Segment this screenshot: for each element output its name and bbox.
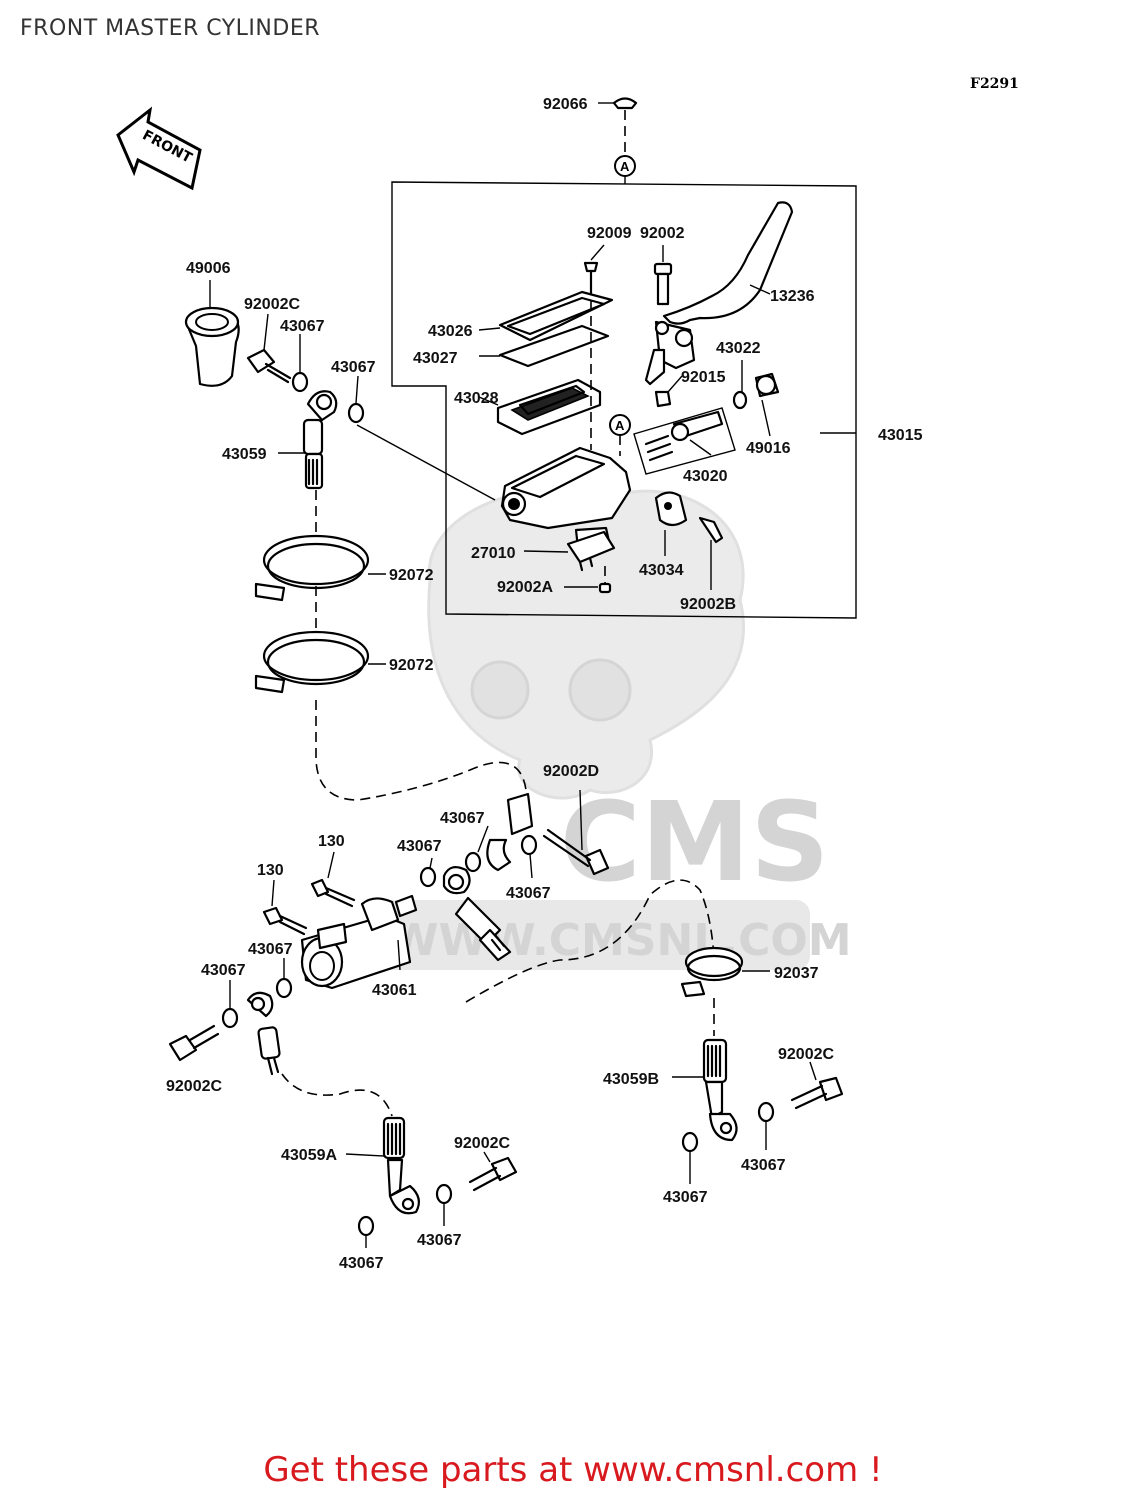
part-43034-clamp bbox=[654, 491, 688, 556]
label-92002-pivot: 92002 bbox=[640, 225, 685, 242]
watermark-brand: CMS bbox=[560, 778, 829, 906]
label-27010: 27010 bbox=[471, 545, 516, 562]
part-92037-clamp bbox=[680, 946, 770, 998]
label-130-a: 130 bbox=[318, 833, 345, 850]
label-43059A: 43059A bbox=[281, 1147, 337, 1164]
part-43067-washer-junction bbox=[275, 958, 293, 999]
part-43028-diaphragm bbox=[478, 378, 602, 436]
part-13236-lever bbox=[644, 201, 794, 386]
label-92002C-bottom: 92002C bbox=[454, 1135, 510, 1152]
part-43067-washer-bottom-a bbox=[435, 1183, 453, 1226]
label-92002B: 92002B bbox=[680, 596, 736, 613]
figure-code: F2291 bbox=[970, 76, 1019, 92]
ref-marker-body-label: A bbox=[615, 418, 625, 433]
part-92002C-bolt-left bbox=[168, 1024, 220, 1062]
label-92066: 92066 bbox=[543, 96, 588, 113]
label-92002A: 92002A bbox=[497, 579, 553, 596]
label-92002C-right: 92002C bbox=[778, 1046, 834, 1063]
part-92002A-screw bbox=[564, 566, 612, 594]
part-43067-washer-mid bbox=[347, 375, 365, 424]
assembly-box bbox=[391, 181, 857, 619]
label-92002D: 92002D bbox=[543, 763, 599, 780]
part-92002C-bolt-right bbox=[790, 1061, 844, 1110]
label-43067-d: 43067 bbox=[397, 838, 442, 855]
part-130-bolt-b bbox=[262, 879, 308, 936]
label-92072-upper: 92072 bbox=[389, 567, 434, 584]
label-43067-mid: 43067 bbox=[331, 359, 376, 376]
label-92037: 92037 bbox=[774, 965, 819, 982]
part-43067-washer-left bbox=[221, 980, 239, 1029]
label-43027: 43027 bbox=[413, 350, 458, 367]
label-43067-k: 43067 bbox=[339, 1255, 384, 1272]
part-92072-clamp-lower bbox=[254, 630, 386, 694]
part-43067-washer-right-b bbox=[681, 1131, 699, 1184]
label-43067-j: 43067 bbox=[417, 1232, 462, 1249]
part-43026-cover bbox=[478, 290, 614, 342]
label-43067-h: 43067 bbox=[741, 1157, 786, 1174]
label-43067-e: 43067 bbox=[506, 885, 551, 902]
part-hose-fitting-mid bbox=[419, 792, 538, 888]
part-92002D-bolt bbox=[542, 789, 610, 876]
part-43059B-hose bbox=[672, 1038, 738, 1142]
part-92015-nut bbox=[654, 375, 683, 408]
label-92072-lower: 92072 bbox=[389, 657, 434, 674]
part-92002C-banjo-bolt-top bbox=[246, 313, 292, 384]
part-labels: 92066 92009 92002 13236 49006 92002C 430… bbox=[166, 96, 923, 1272]
part-43061-junction bbox=[300, 894, 418, 990]
label-43028: 43028 bbox=[454, 390, 499, 407]
part-43059A-hose bbox=[345, 1116, 421, 1215]
label-49016: 49016 bbox=[746, 440, 791, 457]
promo-link[interactable]: Get these parts at www.cmsnl.com ! bbox=[263, 1450, 883, 1490]
part-49006-cap bbox=[184, 280, 240, 387]
part-92066: A bbox=[598, 97, 638, 184]
part-92009 bbox=[583, 244, 605, 298]
part-92002C-bolt-bottom bbox=[468, 1151, 518, 1192]
part-43067-washer-right-a bbox=[757, 1101, 775, 1150]
label-92002C-top: 92002C bbox=[244, 296, 300, 313]
front-arrow: FRONT bbox=[116, 106, 202, 191]
part-banjo-fitting-center bbox=[442, 865, 512, 962]
part-43059-hose bbox=[278, 390, 338, 490]
label-43067-top: 43067 bbox=[280, 318, 325, 335]
label-43061: 43061 bbox=[372, 982, 417, 999]
watermark-url: WWW.CMSNL.COM bbox=[390, 915, 852, 966]
label-43067-f: 43067 bbox=[248, 941, 293, 958]
watermark: CMS WWW.CMSNL.COM bbox=[370, 489, 852, 970]
label-43067-g: 43067 bbox=[201, 962, 246, 979]
part-43067-washer-bottom-b bbox=[357, 1215, 375, 1248]
label-43026: 43026 bbox=[428, 323, 473, 340]
part-27010-switch bbox=[523, 530, 616, 572]
label-43059: 43059 bbox=[222, 446, 267, 463]
page-title: FRONT MASTER CYLINDER bbox=[20, 16, 321, 41]
label-43059B-text: 43059B bbox=[603, 1071, 659, 1088]
label-43015: 43015 bbox=[878, 427, 923, 444]
label-130-b: 130 bbox=[257, 862, 284, 879]
part-43022-clip bbox=[732, 360, 748, 410]
part-130-bolt-a bbox=[310, 851, 356, 908]
part-92072-clamp-upper bbox=[254, 534, 386, 602]
label-43067-c: 43067 bbox=[440, 810, 485, 827]
label-49006: 49006 bbox=[186, 260, 231, 277]
ref-marker-top-label: A bbox=[620, 159, 630, 174]
part-92002B-bolt bbox=[698, 516, 724, 590]
label-43020: 43020 bbox=[683, 468, 728, 485]
part-92002-pivot bbox=[653, 245, 673, 306]
part-43027-plate bbox=[479, 324, 610, 368]
label-92015: 92015 bbox=[681, 369, 726, 386]
label-43034: 43034 bbox=[639, 562, 684, 579]
label-92002C-left: 92002C bbox=[166, 1078, 222, 1095]
part-banjo-fitting-left bbox=[246, 991, 281, 1076]
label-92009: 92009 bbox=[587, 225, 632, 242]
label-43067-i: 43067 bbox=[663, 1189, 708, 1206]
label-43022: 43022 bbox=[716, 340, 761, 357]
label-13236: 13236 bbox=[770, 288, 815, 305]
part-49016-boot bbox=[754, 372, 780, 437]
part-43020-piston bbox=[633, 407, 736, 475]
part-43067-washer-top bbox=[291, 334, 309, 393]
